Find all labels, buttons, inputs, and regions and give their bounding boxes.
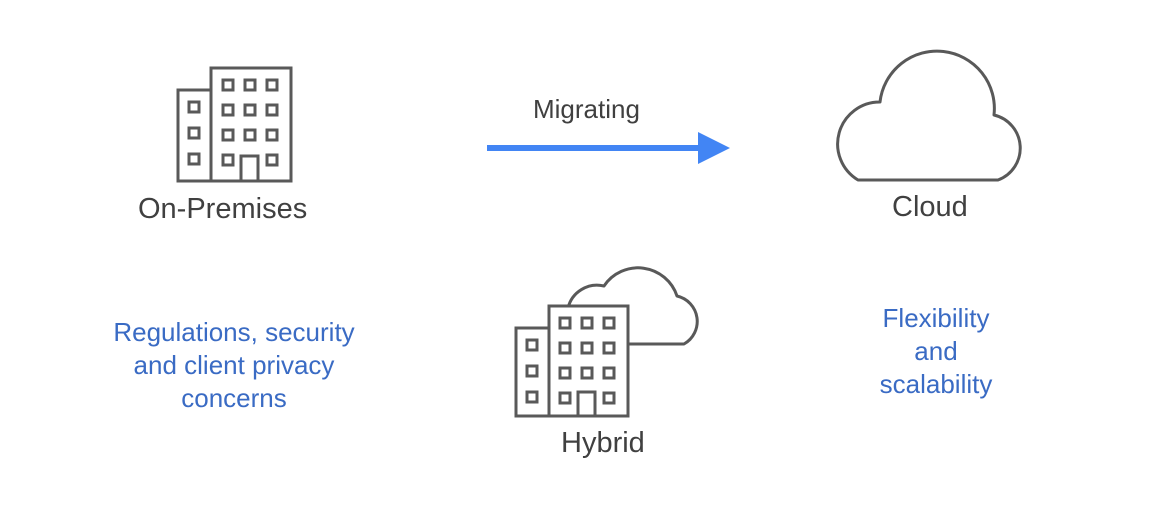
cloud-note-line: and [914,336,958,366]
cloud-note: Flexibility and scalability [836,302,1036,401]
cloud-icon [836,49,1022,182]
cloud-note-line: scalability [879,369,993,399]
hybrid-label: Hybrid [561,427,645,459]
on-premises-label: On-Premises [138,193,308,225]
hybrid-icon [514,266,699,418]
cloud-note-line: Flexibility [882,303,990,333]
on-premises-note-line: concerns [181,383,287,413]
on-premises-note-line: Regulations, security [113,317,355,347]
cloud-label: Cloud [892,191,968,223]
migrating-label: Migrating [533,94,640,124]
on-premises-note-line: and client privacy [133,350,335,380]
on-premises-note: Regulations, security and client privacy… [84,316,384,415]
arrow-right-icon [487,132,730,164]
building-icon [176,66,293,183]
